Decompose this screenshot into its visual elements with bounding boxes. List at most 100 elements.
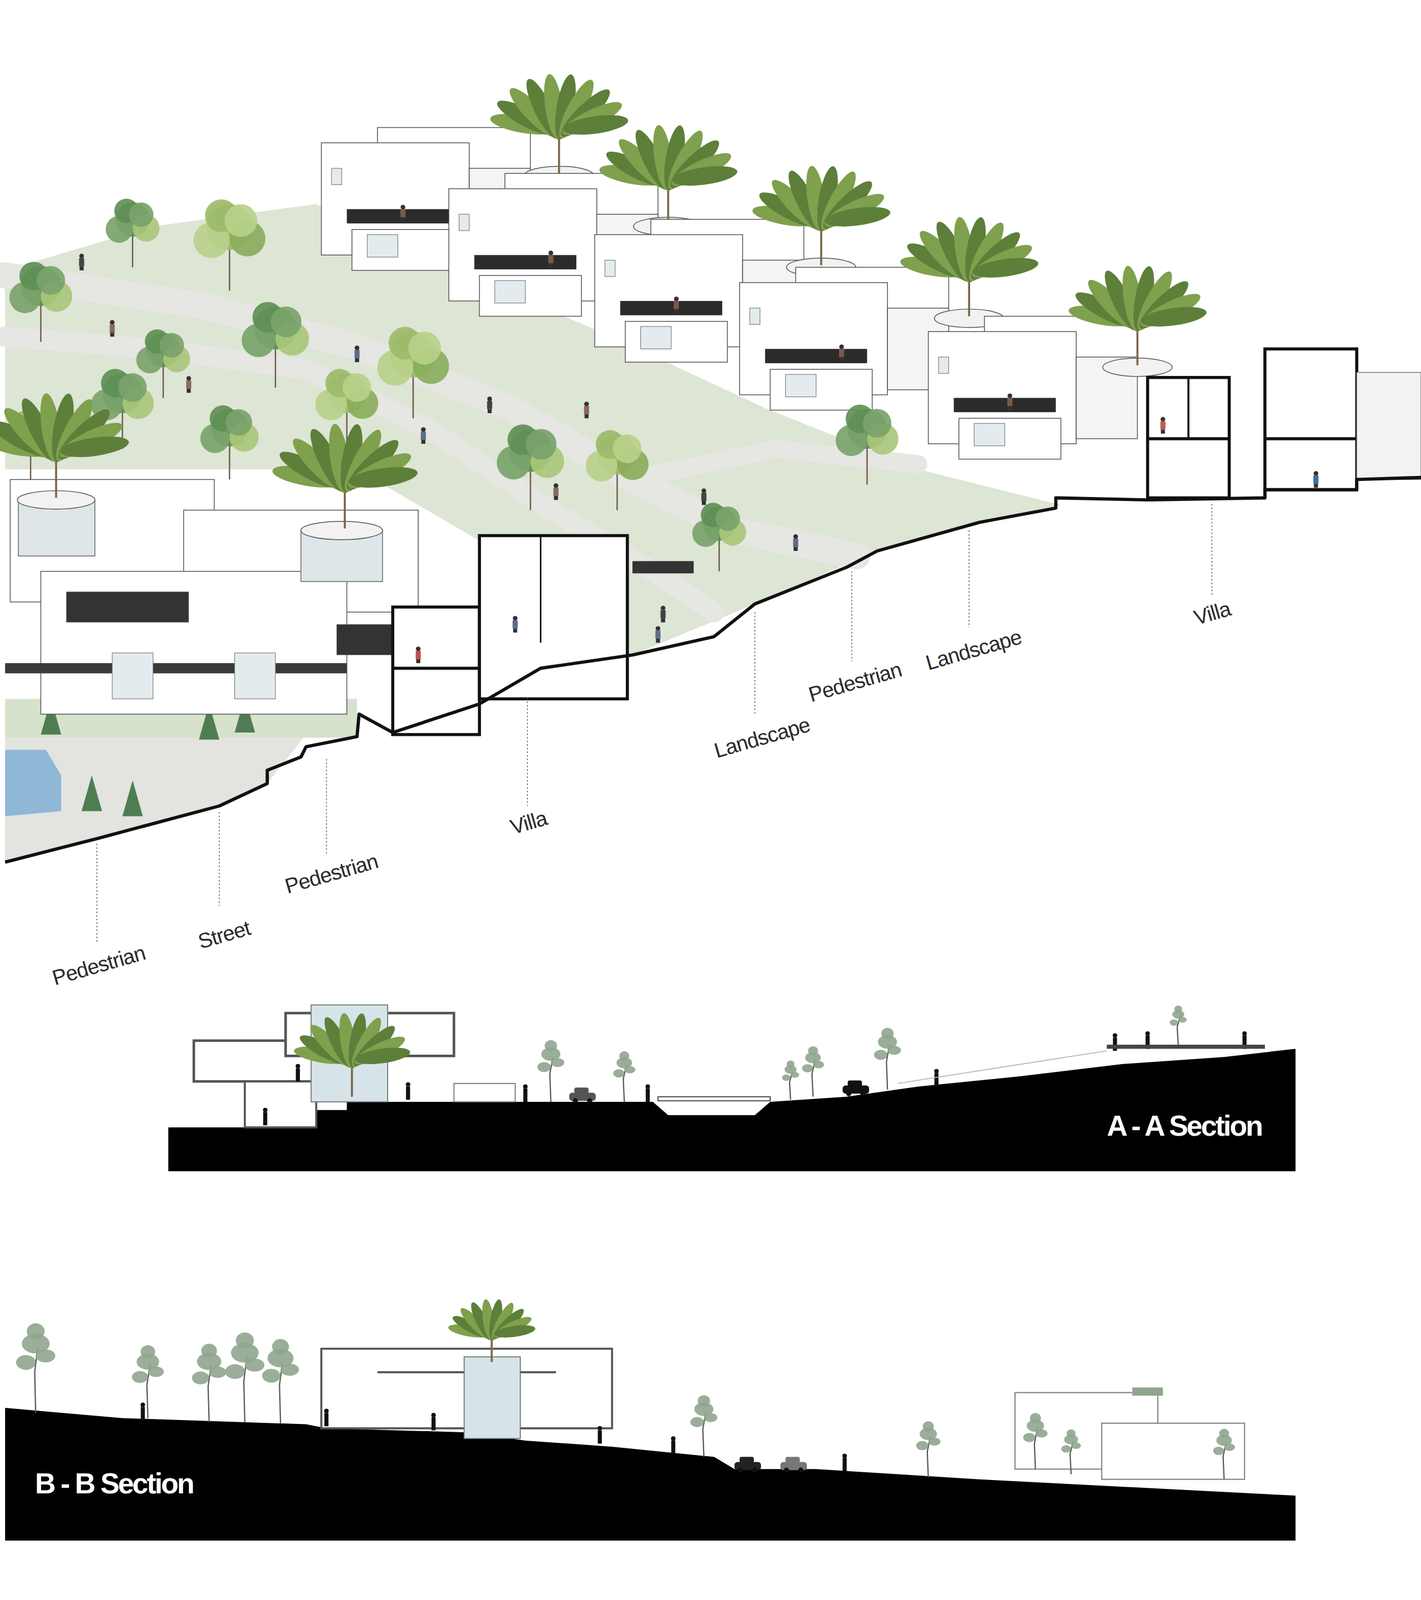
tree-trunk [529,468,531,511]
section-person [523,1083,528,1102]
section-tree-canopy [1023,1432,1036,1443]
section-tree-canopy [704,1412,718,1422]
person-head [1112,1033,1118,1038]
car-wheel [586,1098,592,1104]
conifer [122,780,143,816]
section-tree [916,1421,941,1478]
section-tree [132,1344,164,1418]
leader-line [526,698,528,807]
section-tree-canopy [537,1061,551,1072]
person [1160,417,1166,434]
tree [9,261,73,342]
palm-tree [270,422,419,529]
person [78,253,84,271]
conifer [81,775,103,811]
person-legs [554,495,559,500]
footpath [632,448,918,480]
person-body [324,1412,329,1426]
section-tree-canopy [192,1371,210,1385]
person-body [141,1406,145,1420]
villa-section-cut [479,535,627,699]
person [420,427,426,444]
person-head [597,1425,602,1431]
tree-trunk [412,373,414,419]
person-head [354,345,360,350]
window [234,653,276,700]
villa-lower-block [958,418,1062,459]
person-legs [416,659,421,664]
section-tree-canopy [26,1323,45,1340]
person [839,344,845,361]
section-tree [874,1027,901,1090]
leader-line [325,759,327,856]
lattice-screen [66,591,189,622]
car-cabin [574,1087,589,1094]
section-tree [690,1394,717,1457]
section-tree-canopy [147,1366,164,1377]
tree-canopy [862,408,892,438]
person-head [839,344,844,349]
section-person [295,1063,300,1082]
tree-trunk [616,470,618,511]
person-body [701,492,707,501]
section-tree-canopy [786,1060,795,1068]
tree [585,429,649,510]
person [186,375,192,393]
zone-label: Villa [507,805,550,840]
section-tree-canopy [280,1363,299,1376]
tree [835,404,899,485]
person-legs [487,409,492,414]
person-body [420,431,426,440]
villa-complex [0,392,628,735]
tree-trunk [162,364,164,399]
person-body [186,380,192,389]
section-person [324,1408,329,1427]
palm-tree [292,1011,411,1097]
person-body [78,258,84,267]
person-head [584,401,589,406]
section-tree [262,1338,299,1424]
tree-canopy [159,333,184,358]
person-head [842,1453,847,1458]
person-head [400,204,405,210]
person-head [660,605,666,611]
tree-trunk [274,345,276,388]
tree [496,424,565,510]
palm-tree [899,215,1040,316]
person-body [512,620,518,629]
person-body [400,209,406,218]
person [400,204,406,222]
section-tree [225,1332,265,1423]
tree-canopy [225,409,253,436]
zone-label: Villa [1191,596,1233,630]
person [660,605,666,623]
leader-line [218,811,220,906]
person-head [548,250,554,255]
tree-canopy [118,373,147,402]
palm-frond [971,254,1040,281]
section-person [405,1082,411,1101]
section-tree-canopy [1029,1412,1041,1423]
tree-canopy [715,506,741,531]
tree [692,502,747,571]
zone-label: Street [195,915,254,954]
person-head [415,646,421,651]
palm-tree [447,1298,537,1362]
person-legs [701,500,706,505]
person-head [1007,393,1012,399]
window [112,653,153,700]
balcony-screen [953,397,1057,413]
person-legs [584,414,589,419]
villa-section-cut [392,606,480,735]
section-tree-canopy [1213,1446,1225,1455]
section-tree [1213,1428,1236,1480]
section-tree-canopy [262,1368,281,1383]
tree-canopy [270,306,302,338]
palm-frond [347,463,419,492]
person-head [324,1408,329,1414]
person-legs [674,309,679,314]
section-tree-canopy [236,1332,254,1349]
palm-tree [598,123,739,225]
section-tree [537,1040,565,1102]
section-title-box: A - A Section [1035,1093,1278,1158]
